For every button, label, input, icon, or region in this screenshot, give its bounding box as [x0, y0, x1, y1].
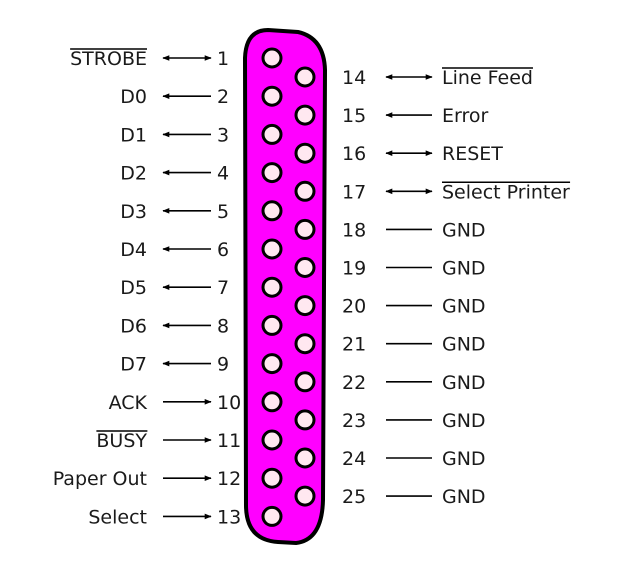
pin-hole-25	[294, 485, 316, 507]
pin-hole-6	[261, 238, 283, 260]
pin-hole-7	[261, 276, 283, 298]
signal-label-pin-16: RESET	[442, 143, 503, 165]
pin-hole-23	[294, 409, 316, 431]
pin-holes	[261, 47, 316, 527]
pin-hole-14	[294, 66, 316, 88]
pin-hole-9	[261, 353, 283, 375]
signal-label-pin-23: GND	[442, 410, 486, 432]
pin-hole-4	[261, 162, 283, 184]
pin-hole-10	[261, 391, 283, 413]
pin-number-17: 17	[342, 181, 366, 203]
pin-number-7: 7	[217, 277, 229, 299]
pin-hole-20	[294, 295, 316, 317]
signal-label-pin-2: D0	[120, 86, 147, 108]
pin-hole-18	[294, 218, 316, 240]
pin-number-3: 3	[217, 124, 229, 146]
signal-label-pin-1: STROBE	[70, 48, 147, 70]
signal-label-pin-13: Select	[88, 506, 147, 528]
pin-number-16: 16	[342, 143, 366, 165]
pin-hole-11	[261, 429, 283, 451]
pin-hole-8	[261, 314, 283, 336]
right-pin-labels: 14 Line Feed 15 Error 16 RESET 17 Select Printe…	[342, 67, 571, 508]
pin-number-9: 9	[217, 354, 229, 376]
signal-label-pin-24: GND	[442, 448, 486, 470]
pin-hole-16	[294, 142, 316, 164]
signal-label-pin-22: GND	[442, 372, 486, 394]
pin-number-13: 13	[217, 506, 241, 528]
pin-hole-3	[261, 123, 283, 145]
pin-hole-19	[294, 257, 316, 278]
signal-label-pin-15: Error	[442, 105, 489, 127]
pin-hole-12	[261, 467, 283, 489]
pin-hole-24	[294, 447, 316, 469]
signal-label-pin-21: GND	[442, 334, 486, 356]
pin-hole-22	[294, 371, 316, 393]
pin-number-18: 18	[342, 219, 366, 241]
signal-label-pin-19: GND	[442, 258, 486, 280]
pin-number-14: 14	[342, 67, 366, 89]
signal-label-pin-17: Select Printer	[442, 181, 570, 203]
pin-number-23: 23	[342, 410, 366, 432]
pin-number-4: 4	[217, 163, 229, 185]
pin-hole-1	[261, 47, 283, 69]
signal-label-pin-5: D3	[120, 201, 147, 223]
pin-number-5: 5	[217, 201, 229, 223]
signal-label-pin-20: GND	[442, 296, 486, 318]
pin-number-12: 12	[217, 468, 241, 490]
signal-label-pin-8: D6	[120, 315, 147, 337]
pin-number-15: 15	[342, 105, 366, 127]
signal-label-pin-18: GND	[442, 219, 486, 241]
connector-body	[242, 27, 328, 546]
pin-number-22: 22	[342, 372, 366, 394]
pin-hole-17	[294, 180, 316, 202]
pin-number-10: 10	[217, 392, 241, 414]
signal-label-pin-6: D4	[120, 239, 147, 261]
signal-label-pin-11: BUSY	[96, 430, 147, 452]
pin-hole-15	[294, 104, 316, 126]
pin-hole-2	[261, 85, 283, 107]
signal-label-pin-3: D1	[120, 124, 147, 146]
pin-number-8: 8	[217, 315, 229, 337]
pin-number-25: 25	[342, 486, 366, 508]
signal-label-pin-9: D7	[120, 354, 147, 376]
pin-hole-5	[261, 200, 283, 222]
pin-number-24: 24	[342, 448, 366, 470]
signal-label-pin-4: D2	[120, 163, 147, 185]
signal-label-pin-7: D5	[120, 277, 147, 299]
pin-number-2: 2	[217, 86, 229, 108]
pin-hole-13	[261, 505, 283, 527]
pin-number-6: 6	[217, 239, 229, 261]
pin-number-11: 11	[217, 430, 241, 452]
signal-label-pin-10: ACK	[109, 392, 148, 414]
signal-label-pin-14: Line Feed	[442, 67, 533, 89]
pin-number-1: 1	[217, 48, 229, 70]
pin-number-20: 20	[342, 296, 366, 318]
signal-label-pin-12: Paper Out	[53, 468, 147, 490]
pin-number-19: 19	[342, 258, 366, 280]
pin-hole-21	[294, 333, 316, 355]
signal-label-pin-25: GND	[442, 486, 486, 508]
pin-number-21: 21	[342, 334, 366, 356]
